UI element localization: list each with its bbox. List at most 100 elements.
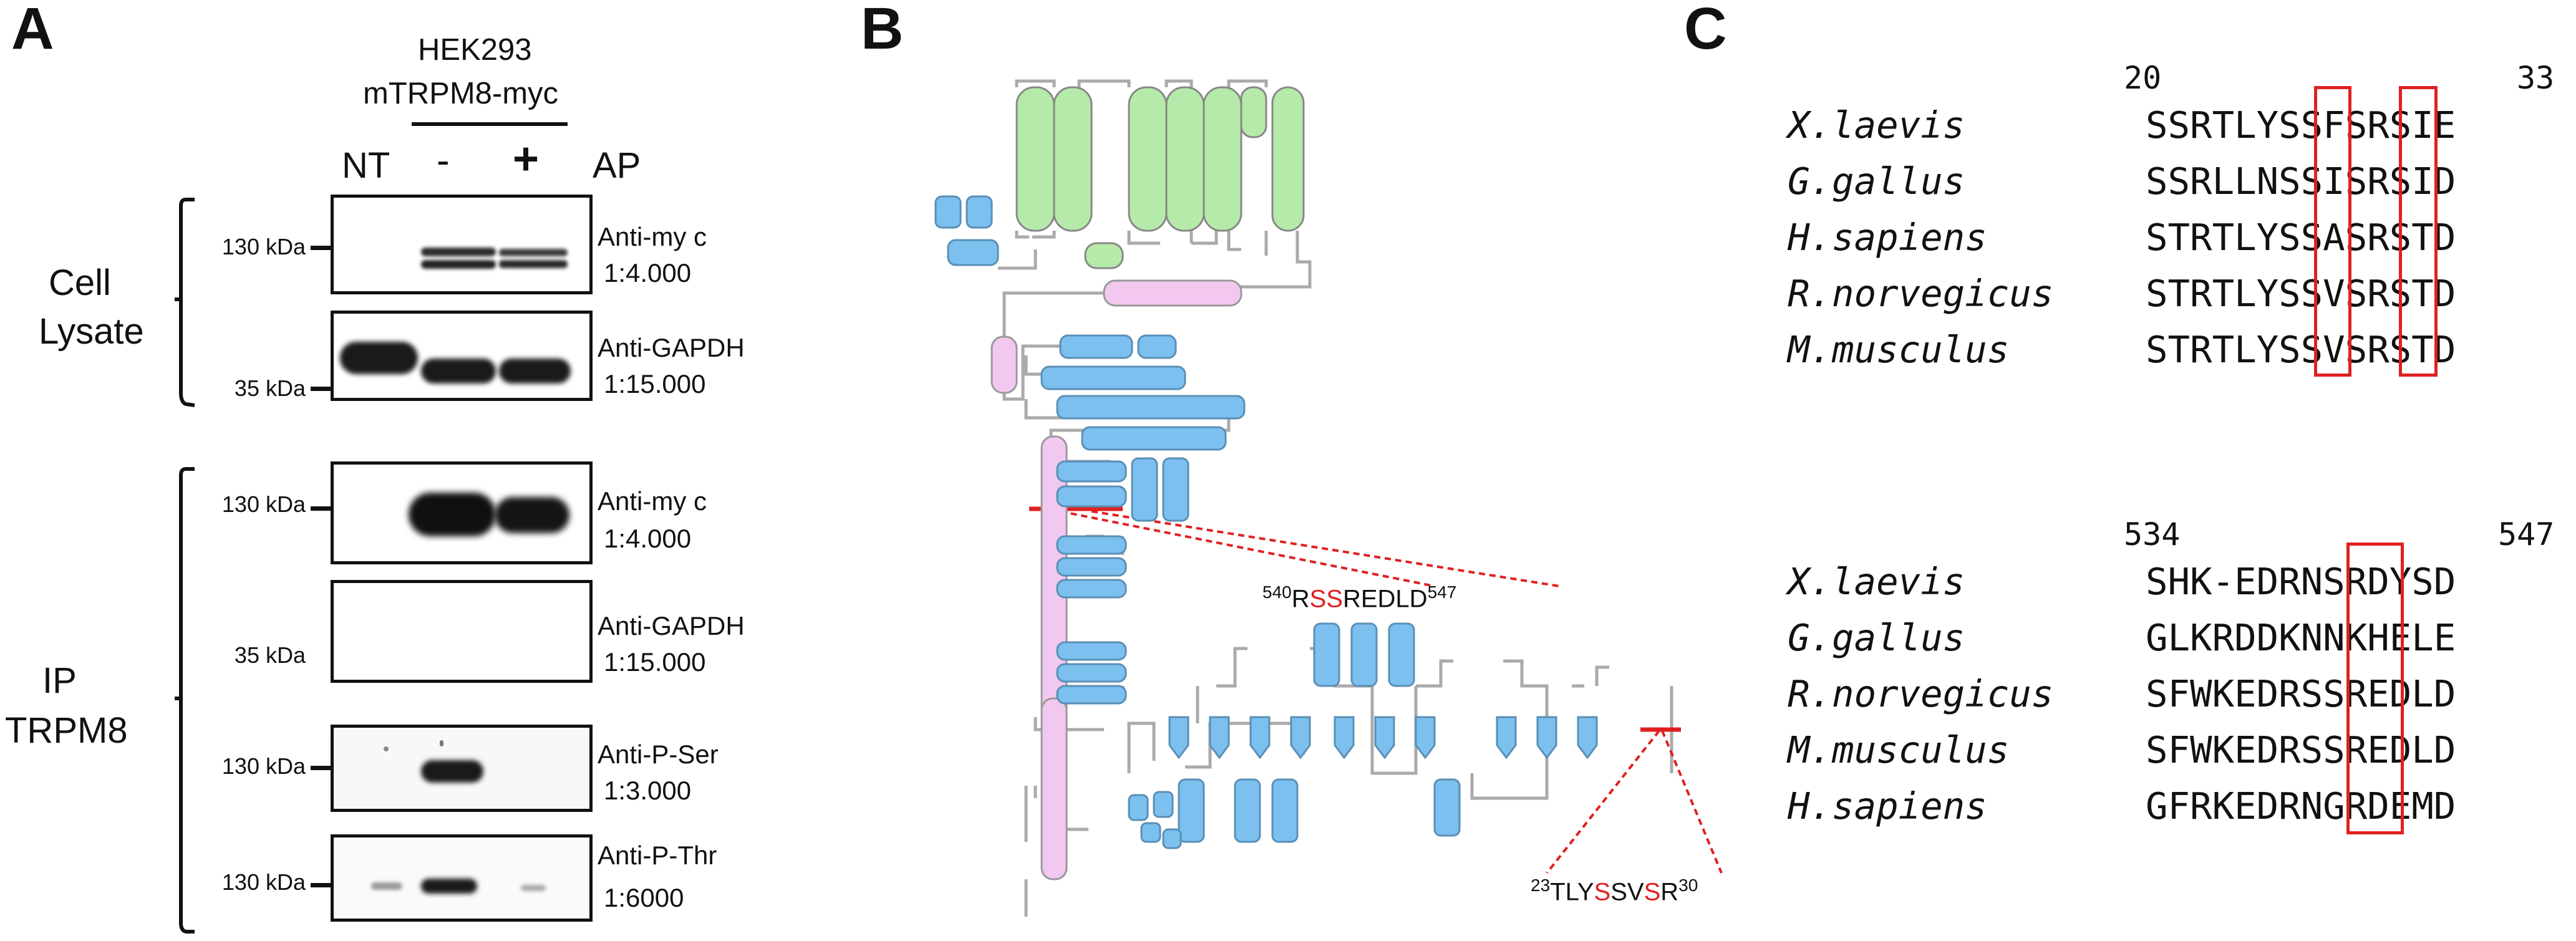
- species-name: X.laevis: [1788, 104, 1965, 147]
- dotted-link: [1546, 730, 1660, 874]
- sequence: STRTLYSSVSRSTD: [2146, 328, 2456, 371]
- helix-blue: [1137, 334, 1177, 359]
- marker-label: 35 kDa: [234, 642, 306, 668]
- marker-tick: [311, 766, 331, 770]
- antibody-label: Anti-my c: [598, 222, 707, 251]
- helix-pink: [990, 335, 1018, 394]
- helix-blue: [1131, 457, 1158, 522]
- sequence: GFRKEDRNGRDEMD: [2146, 784, 2456, 828]
- band: [421, 760, 483, 783]
- blot-panel: [331, 725, 593, 812]
- speck: [440, 740, 443, 746]
- marker-tick: [311, 883, 331, 887]
- group-label-cell: Cell: [49, 263, 111, 303]
- speck: [384, 746, 389, 751]
- helix-blue: [1040, 365, 1186, 390]
- topology-diagram: [934, 79, 1723, 917]
- alignment-bottom-end-number: 547: [2498, 516, 2555, 553]
- construct-label: mTRPM8-myc: [363, 77, 559, 110]
- helix-blue: [1271, 778, 1299, 843]
- sequence: SFWKEDRSSREDLD: [2146, 672, 2456, 715]
- dilution-label: 1:4.000: [604, 524, 692, 553]
- helix-blue: [1059, 334, 1133, 359]
- strand-blue: [1290, 716, 1311, 760]
- helix-green: [1015, 86, 1055, 232]
- strand-blue: [1374, 716, 1395, 760]
- site-540-start: 540: [1262, 582, 1292, 602]
- band: [499, 249, 568, 256]
- site-23-annotation: 23TLYSSVSR30: [1531, 876, 1698, 906]
- band: [409, 493, 496, 536]
- strand-blue: [1249, 716, 1271, 760]
- lane-label-nt: NT: [342, 145, 390, 186]
- marker-label: 130 kDa: [221, 491, 306, 517]
- site-23-start: 23: [1531, 876, 1551, 895]
- helix-blue: [1056, 460, 1127, 483]
- lane-label-plus: +: [513, 134, 540, 184]
- helix-green: [1128, 86, 1168, 232]
- lane-label-minus: -: [437, 139, 450, 182]
- strand-blue: [1536, 716, 1557, 760]
- blot-panel: [331, 311, 593, 401]
- band: [421, 359, 496, 384]
- site-540-pre: R: [1291, 585, 1310, 613]
- band: [340, 342, 418, 374]
- panel-label-c: C: [1684, 0, 1727, 62]
- sequence: SHK-EDRNSRDYSD: [2146, 560, 2456, 603]
- species-name: X.laevis: [1788, 560, 1965, 603]
- group-label-ip: IP: [42, 660, 77, 701]
- helix-pink: [1040, 697, 1068, 881]
- alignment-top-end-number: 33: [2517, 60, 2555, 96]
- highlight-box-ser26: [2314, 86, 2351, 377]
- helix-blue: [1350, 622, 1378, 687]
- helix-green: [1053, 86, 1093, 232]
- lane-treatment-label: AP: [593, 145, 641, 186]
- blot-panel: [331, 461, 593, 564]
- marker-tick: [311, 246, 331, 250]
- marker-label: 130 kDa: [221, 753, 306, 779]
- strand-blue: [1334, 716, 1355, 760]
- band: [421, 879, 477, 894]
- helix-blue: [1388, 622, 1415, 687]
- dilution-label: 1:4.000: [604, 258, 692, 287]
- site-540-post: REDLD: [1342, 585, 1428, 613]
- helix-blue: [1128, 794, 1149, 821]
- site-23-mid: SV: [1610, 878, 1644, 906]
- alignment-top-start-number: 20: [2124, 60, 2162, 96]
- helix-pink: [1103, 279, 1242, 307]
- antibody-label: Anti-GAPDH: [598, 611, 745, 640]
- antibody-label: Anti-my c: [598, 486, 707, 516]
- band: [421, 248, 496, 256]
- sequence: GLKRDDKNNKHELE: [2146, 616, 2456, 659]
- antibody-label: Anti-GAPDH: [598, 333, 745, 362]
- site-23-red2: S: [1644, 878, 1661, 906]
- helix-blue: [1234, 778, 1261, 843]
- strand-blue: [1209, 716, 1230, 760]
- band: [421, 260, 496, 269]
- group-label-lysate: Lysate: [39, 311, 144, 352]
- species-name: M.musculus: [1788, 328, 2010, 371]
- marker-label: 35 kDa: [234, 375, 306, 401]
- site-23-red1: S: [1594, 878, 1611, 906]
- marker-label: 130 kDa: [221, 234, 306, 259]
- species-name: G.gallus: [1788, 160, 1965, 203]
- helix-blue: [1081, 426, 1227, 451]
- site-23-pre: TLY: [1550, 878, 1594, 906]
- helix-green: [1271, 86, 1305, 232]
- species-name: G.gallus: [1788, 616, 1965, 659]
- helix-blue: [1056, 535, 1127, 555]
- group-brackets: [175, 198, 195, 934]
- blot-panel: [331, 195, 593, 294]
- group-label-trpm8: TRPM8: [5, 710, 128, 751]
- strand-blue: [1496, 716, 1517, 760]
- strand-blue: [1415, 716, 1436, 760]
- band: [499, 260, 568, 268]
- band: [495, 497, 569, 533]
- helix-blue: [1056, 557, 1127, 577]
- helix-blue: [1056, 485, 1127, 508]
- marker-tick: [311, 506, 331, 511]
- panel-label-a: A: [11, 0, 54, 62]
- blot-panel: [331, 834, 593, 922]
- site-23-post: R: [1660, 878, 1679, 906]
- dilution-label: 1:15.000: [604, 369, 706, 398]
